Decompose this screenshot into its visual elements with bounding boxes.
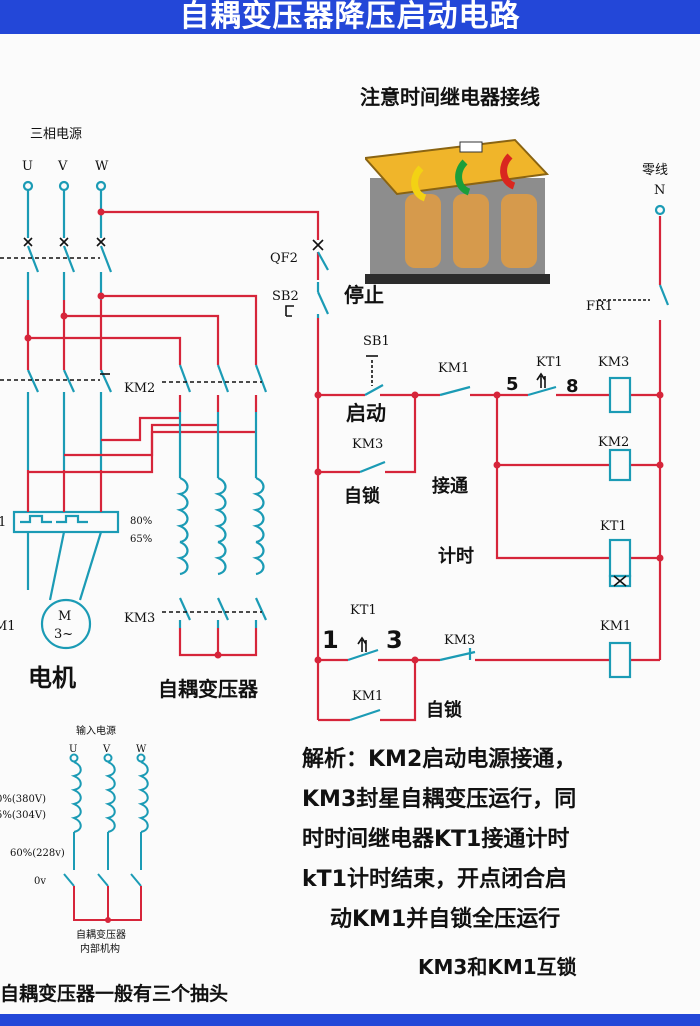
- motor-phase: 3~: [54, 627, 73, 642]
- km3-label: KM3: [124, 611, 155, 626]
- inset-red-wires: [73, 886, 142, 921]
- inset-labels: 输入电源 U V W 0%(380V) 5%(304V) 60%(228v) 0…: [0, 724, 228, 1005]
- power-title: 三相电源: [30, 127, 82, 142]
- coil-2: [453, 194, 489, 268]
- analysis-line-6: KM3和KM1互锁: [418, 955, 577, 979]
- coil-1: [405, 194, 441, 268]
- inset-title: 输入电源: [76, 724, 116, 737]
- control-dots: [314, 391, 664, 664]
- sb2-label: SB2: [272, 289, 299, 304]
- inset-phase-w: W: [136, 744, 147, 755]
- analysis-line-4: kT1计时结束，开点闭合启: [302, 866, 567, 892]
- motor-caption: 电机: [28, 664, 76, 692]
- inset-caption-2: 内部机构: [80, 942, 120, 955]
- km2-contacts: [176, 364, 268, 628]
- inset-tap-100: 0%(380V): [0, 794, 46, 805]
- footer-bar: [0, 1014, 700, 1026]
- km3-nc-label: KM3: [444, 633, 475, 648]
- main-power-wiring: [0, 180, 320, 659]
- transformer-caption: 自耦变压器: [158, 677, 259, 701]
- phase-v-label: V: [57, 159, 68, 174]
- main-circuit-labels: 三相电源 U V W 1 KM2 KM3 M1 M 3~ 电机 80% 65% …: [0, 127, 259, 701]
- pin-1: 1: [322, 626, 339, 654]
- fr1-label: FR1: [586, 299, 613, 314]
- inset-phase-u: U: [69, 744, 77, 755]
- power-red-wires: [26, 210, 320, 657]
- inset-tap-80: 5%(304V): [0, 810, 46, 821]
- control-labels: QF2 SB2 停止 FR1 SB1 启动 KM1 KT1 5 8 KM3 KM…: [270, 85, 668, 721]
- pin-3: 3: [386, 626, 403, 654]
- timing-label: 计时: [438, 545, 474, 567]
- km1-contact-label: KM1: [438, 361, 469, 376]
- km1-self-label: KM1: [352, 689, 383, 704]
- pin-5: 5: [506, 374, 519, 395]
- tap-80-label: 80%: [130, 516, 152, 527]
- photo-caption: 注意时间继电器接线: [360, 85, 540, 109]
- analysis-line-5: 动KM1并自锁全压运行: [330, 906, 560, 932]
- inset-diagram: [63, 753, 149, 923]
- km3-contact-label: KM3: [352, 437, 383, 452]
- inset-tap-0: 0v: [34, 876, 46, 887]
- qf2-label: QF2: [270, 251, 298, 266]
- kt1-coil-label: KT1: [600, 519, 627, 534]
- motor-symbol: M: [58, 609, 71, 624]
- title-banner: 自耦变压器降压启动电路: [0, 0, 700, 34]
- control-marks: [285, 239, 650, 652]
- tap-65-label: 65%: [130, 534, 152, 545]
- analysis-line-3: 时时间继电器KT1接通计时: [302, 826, 569, 852]
- analysis-line-2: KM3封星自耦变压运行，同: [302, 786, 576, 812]
- junction-dots: [24, 208, 222, 659]
- stop-label: 停止: [344, 283, 384, 307]
- km2-coil-label: KM2: [598, 435, 629, 450]
- control-wiring: [285, 204, 670, 722]
- motor-id-label: M1: [0, 619, 16, 634]
- control-components: [316, 204, 670, 722]
- km-dashed-links: [162, 381, 262, 613]
- control-red-wires: [316, 216, 662, 722]
- connect-label: 接通: [432, 475, 468, 497]
- km3-coil-label: KM3: [598, 355, 629, 370]
- analysis-text: 解析：KM2启动电源接通， KM3封星自耦变压运行，同 时时间继电器KT1接通计…: [302, 746, 577, 979]
- neutral-letter: N: [654, 183, 665, 198]
- page-title: 自耦变压器降压启动电路: [179, 0, 521, 34]
- inset-coils: [63, 753, 149, 887]
- km1-coil-label: KM1: [600, 619, 631, 634]
- start-label: 启动: [346, 401, 386, 425]
- sb1-label: SB1: [363, 334, 390, 349]
- kt1-contact-label: KT1: [536, 355, 563, 370]
- inset-tap-60: 60%(228v): [10, 848, 65, 859]
- inset-caption-1: 自耦变压器: [76, 928, 126, 941]
- phase-w-label: W: [95, 159, 109, 174]
- coil-3: [501, 194, 537, 268]
- inset-note: 自耦变压器一般有三个抽头: [0, 982, 228, 1005]
- fr-label: 1: [0, 515, 6, 530]
- kt1-contact2-label: KT1: [350, 603, 377, 618]
- autotransformer-photo: [365, 138, 550, 284]
- km2-label: KM2: [124, 381, 155, 396]
- self-lock-1: 自锁: [344, 485, 380, 507]
- inset-phase-v: V: [102, 744, 111, 755]
- neutral-label: 零线: [642, 163, 668, 178]
- self-lock-2: 自锁: [426, 699, 462, 721]
- nameplate: [459, 141, 483, 153]
- phase-u-label: U: [22, 159, 33, 174]
- pin-8: 8: [566, 376, 579, 397]
- qf1-marks: [0, 237, 110, 381]
- phase-terminals: [12, 180, 120, 650]
- analysis-line-1: 解析：KM2启动电源接通，: [302, 746, 576, 772]
